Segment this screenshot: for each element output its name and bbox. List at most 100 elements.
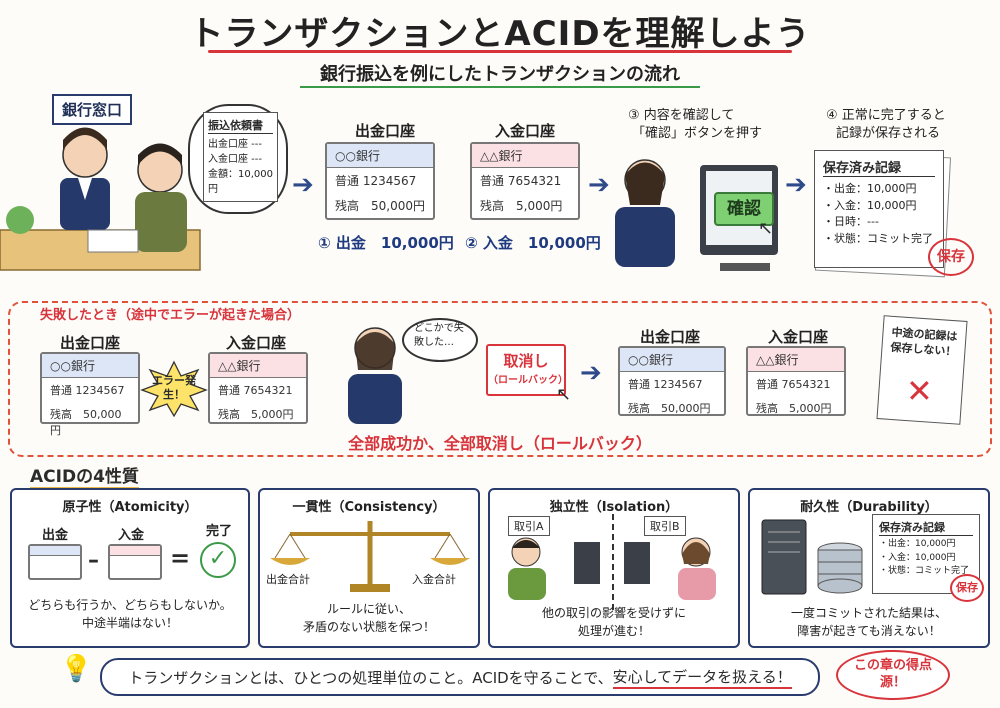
check-icon: ✓ <box>200 542 236 578</box>
consistency-title: 一貫性（Consistency） <box>292 500 446 515</box>
bank-name: △△銀行 <box>748 348 844 372</box>
record-item: ・入金：10,000円 <box>823 198 917 212</box>
complete-caption: ④ 正常に完了すると <box>826 108 946 123</box>
page-subtitle: 銀行振込を例にしたトランザクションの流れ <box>320 64 680 85</box>
account-number: 普通 1234567 <box>628 378 703 391</box>
arrow-right-icon: ➔ <box>580 358 602 388</box>
score-badge: この章の得点源！ <box>836 650 950 700</box>
balance: 残高 50,000円 <box>50 408 122 437</box>
cursor-icon: ↖ <box>758 218 774 239</box>
failure-withdraw-card: ○○銀行 普通 1234567 残高 50,000円 <box>40 352 140 437</box>
durability-note-2: 障害が起きても消えない！ <box>797 624 941 638</box>
confirm-caption: ③ 内容を確認して <box>628 108 735 123</box>
account-number: 普通 7654321 <box>218 384 293 397</box>
withdraw-heading: 出金口座 <box>60 334 121 352</box>
subtitle-underline <box>300 86 700 88</box>
atomicity-right-label: 入金 <box>118 528 145 543</box>
deposit-card: △△銀行 普通 7654321 残高 5,000円 <box>470 142 580 220</box>
isolation-note-2: 処理が進む！ <box>577 624 650 638</box>
consistency-right-label: 入金合計 <box>412 573 456 586</box>
record-title: 保存済み記録 <box>879 519 973 536</box>
thought-text: どこかで失敗した… <box>414 323 464 348</box>
account-number: 普通 7654321 <box>756 378 831 391</box>
cursor-icon: ↖ <box>556 384 572 405</box>
balance: 残高 50,000円 <box>335 199 425 213</box>
transfer-form: 振込依頼書 出金口座 --- 入金口座 --- 金額：10,000円 <box>203 112 278 202</box>
record-item: ・入金：10,000円 <box>879 552 956 563</box>
isolation-note: 他の取引の影響を受けずに <box>541 606 686 620</box>
failure-summary: 全部成功か、全部取消し（ロールバック） <box>348 434 652 453</box>
durability-note: 一度コミットされた結果は、 <box>790 606 947 620</box>
arrow-right-icon: ➔ <box>292 170 314 200</box>
failure-deposit-card: △△銀行 普通 7654321 残高 5,000円 <box>208 352 308 424</box>
save-stamp: 保存 <box>928 238 974 276</box>
footer-text: トランザクションとは、ひとつの処理単位のこと。ACIDを守ることで、 <box>128 668 613 687</box>
record-item: ・状態：コミット完了 <box>879 566 970 576</box>
account-number: 普通 1234567 <box>335 174 417 188</box>
form-line: 出金口座 --- <box>208 139 263 150</box>
step-deposit: ② 入金 10,000円 <box>465 234 601 252</box>
failure-section <box>8 301 992 457</box>
record-item: ・日時：--- <box>823 215 879 228</box>
record-item: ・出金：10,000円 <box>879 539 956 549</box>
error-burst-text: エラー発生！ <box>152 374 196 401</box>
equals-icon: = <box>170 544 191 572</box>
form-line: 入金口座 --- <box>208 154 263 165</box>
withdraw-heading: 出金口座 <box>355 122 416 140</box>
arrow-right-icon: ➔ <box>785 170 807 200</box>
isolation-title: 独立性（Isolation） <box>549 500 679 515</box>
rollback-title: 取消し <box>503 352 549 370</box>
atomicity-left-label: 出金 <box>42 528 69 543</box>
paper-note: 中途の記録は保存しない！ <box>890 325 958 359</box>
bank-counter-illustration <box>0 127 201 271</box>
step-withdraw: ① 出金 10,000円 <box>318 234 454 252</box>
bank-name: △△銀行 <box>472 144 578 168</box>
isolation-divider <box>612 514 614 610</box>
consistency-note-2: 矛盾のない状態を保つ！ <box>302 620 435 634</box>
footer-emphasis: 安心してデータを扱える！ <box>612 666 792 689</box>
page-title: トランザクションとACIDを理解しよう <box>189 14 811 54</box>
mini-deposit-card <box>108 544 162 580</box>
account-number: 普通 7654321 <box>480 174 562 188</box>
withdraw-heading: 出金口座 <box>640 328 701 346</box>
thought-bubble <box>402 318 478 362</box>
restored-withdraw-card: ○○銀行 普通 1234567 残高 50,000円 <box>618 346 726 416</box>
server-database-icon <box>761 519 863 595</box>
deposit-heading: 入金口座 <box>495 122 556 140</box>
title-underline <box>208 50 792 53</box>
account-number: 普通 1234567 <box>50 384 125 397</box>
error-burst-icon <box>140 360 208 418</box>
bank-name: ○○銀行 <box>620 348 724 372</box>
atomicity-title: 原子性（Atomicity） <box>62 500 198 515</box>
balance: 残高 5,000円 <box>756 402 832 415</box>
deposit-heading: 入金口座 <box>226 334 287 352</box>
save-stamp: 保存 <box>950 574 984 602</box>
lightbulb-icon: 💡 <box>60 654 93 684</box>
worried-clerk-illustration <box>348 327 402 424</box>
confirm-button[interactable]: 確認 <box>714 192 774 226</box>
deposit-heading: 入金口座 <box>768 328 829 346</box>
counter-label: 銀行窓口 <box>52 94 133 125</box>
mini-withdraw-card <box>28 544 82 580</box>
footer-summary: トランザクションとは、ひとつの処理単位のこと。ACIDを守ることで、 安心してデ… <box>100 658 820 696</box>
bank-name: △△銀行 <box>210 354 306 378</box>
arrow-right-icon: ➔ <box>588 170 610 200</box>
consistency-note: ルールに従い、 <box>326 602 411 616</box>
durability-title: 耐久性（Durability） <box>800 500 938 515</box>
complete-caption-2: 記録が保存される <box>836 126 941 141</box>
balance: 残高 50,000円 <box>628 402 711 415</box>
tx-b-label: 取引B <box>644 516 686 536</box>
atomicity-note: どちらも行うか、どちらもしないか。 <box>28 598 232 612</box>
failure-label: 失敗したとき（途中でエラーが起きた場合） <box>36 304 305 323</box>
balance: 残高 5,000円 <box>480 199 563 213</box>
atomicity-note-2: 中途半端はない！ <box>81 616 178 630</box>
form-line: 金額：10,000円 <box>208 169 273 195</box>
minus-icon: – <box>88 548 99 573</box>
bank-name: ○○銀行 <box>42 354 138 378</box>
rollback-button[interactable]: 取消し （ロールバック） <box>486 344 568 396</box>
record-item: ・状態：コミット完了 <box>823 231 933 245</box>
isolated-users-illustration <box>508 537 716 600</box>
tx-a-label: 取引A <box>508 516 550 536</box>
form-title: 振込依頼書 <box>208 117 273 134</box>
rollback-sub: （ロールバック） <box>488 375 568 386</box>
